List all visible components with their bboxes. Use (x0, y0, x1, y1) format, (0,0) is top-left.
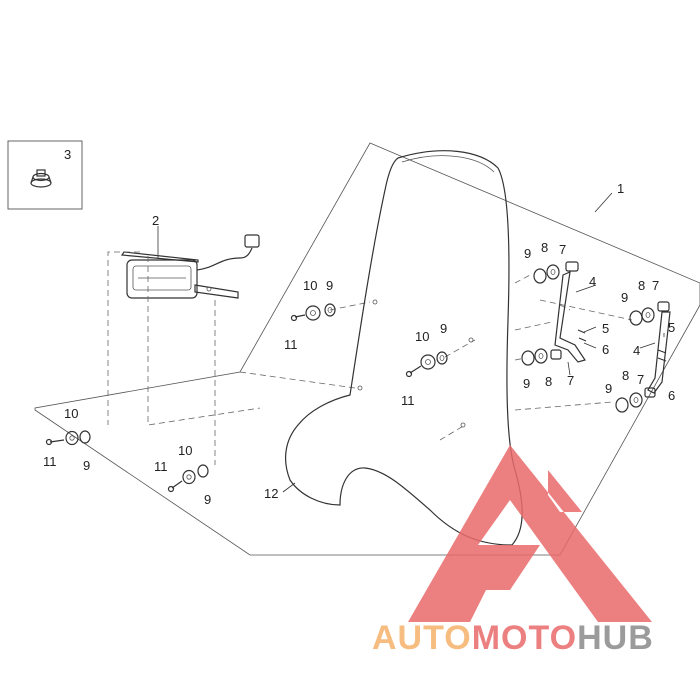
callout-12: 12 (264, 486, 278, 501)
callout-8d: 8 (622, 368, 629, 383)
mount-hole-1 (372, 299, 378, 305)
callout-9f: 9 (440, 321, 447, 336)
callout-3: 3 (64, 147, 71, 162)
callout-8c: 8 (638, 278, 645, 293)
callout-1: 1 (617, 181, 624, 196)
callout-9e: 9 (326, 278, 333, 293)
fastener-group-upper-center (290, 303, 336, 322)
watermark-logo: AUTOMOTOHUB (372, 445, 654, 657)
watermark-hub: HUB (577, 619, 654, 657)
callout-7b: 7 (567, 373, 574, 388)
mount-hole-2 (468, 337, 474, 343)
callout-10a: 10 (303, 278, 317, 293)
callout-5a: 5 (602, 321, 609, 336)
callout-2: 2 (152, 213, 159, 228)
callout-8a: 8 (541, 240, 548, 255)
lamp-part (120, 234, 260, 299)
windscreen-edge (401, 155, 495, 173)
callout-10c: 10 (64, 406, 78, 421)
windscreen-part (284, 150, 523, 546)
leader-lines (107, 251, 633, 465)
callout-10b: 10 (415, 329, 429, 344)
callout-11b: 11 (401, 393, 415, 408)
svg-text:AUTOMOTOHUB: AUTOMOTOHUB (372, 619, 654, 657)
callout-4b: 4 (633, 343, 640, 358)
callout-11d: 11 (154, 459, 168, 474)
callout-9g: 9 (83, 458, 90, 473)
callout-7c: 7 (652, 278, 659, 293)
watermark-moto: MOTO (472, 619, 577, 657)
callout-11c: 11 (43, 454, 57, 469)
fastener-group-lower-left (167, 464, 209, 493)
mount-hole-3 (357, 385, 363, 391)
bracket-left (521, 261, 587, 366)
inset-box (7, 140, 83, 210)
callout-9b: 9 (523, 376, 530, 391)
fastener-group-mid-center (405, 351, 448, 378)
watermark-triangle-mark (408, 445, 652, 622)
callout-labels: 1 2 3 4 4 5 5 6 6 7 7 7 7 8 8 8 8 9 9 9 … (43, 147, 675, 507)
callout-9c: 9 (621, 290, 628, 305)
callout-9d: 9 (605, 381, 612, 396)
callout-7a: 7 (559, 242, 566, 257)
callout-10d: 10 (178, 443, 192, 458)
callout-7d: 7 (637, 372, 644, 387)
watermark-auto: AUTO (372, 619, 472, 657)
callout-8b: 8 (545, 374, 552, 389)
callout-5b: 5 (668, 320, 675, 335)
callout-4a: 4 (589, 274, 596, 289)
grommet-part (30, 169, 52, 188)
callout-leaders (157, 192, 665, 493)
assembly-outline (34, 142, 700, 556)
callout-9h: 9 (204, 492, 211, 507)
bracket-right (615, 301, 671, 413)
mount-hole-4 (460, 422, 466, 428)
callout-6b: 6 (668, 388, 675, 403)
callout-6a: 6 (602, 342, 609, 357)
fastener-group-left (45, 430, 91, 446)
callout-11a: 11 (284, 337, 298, 352)
callout-9a: 9 (524, 246, 531, 261)
